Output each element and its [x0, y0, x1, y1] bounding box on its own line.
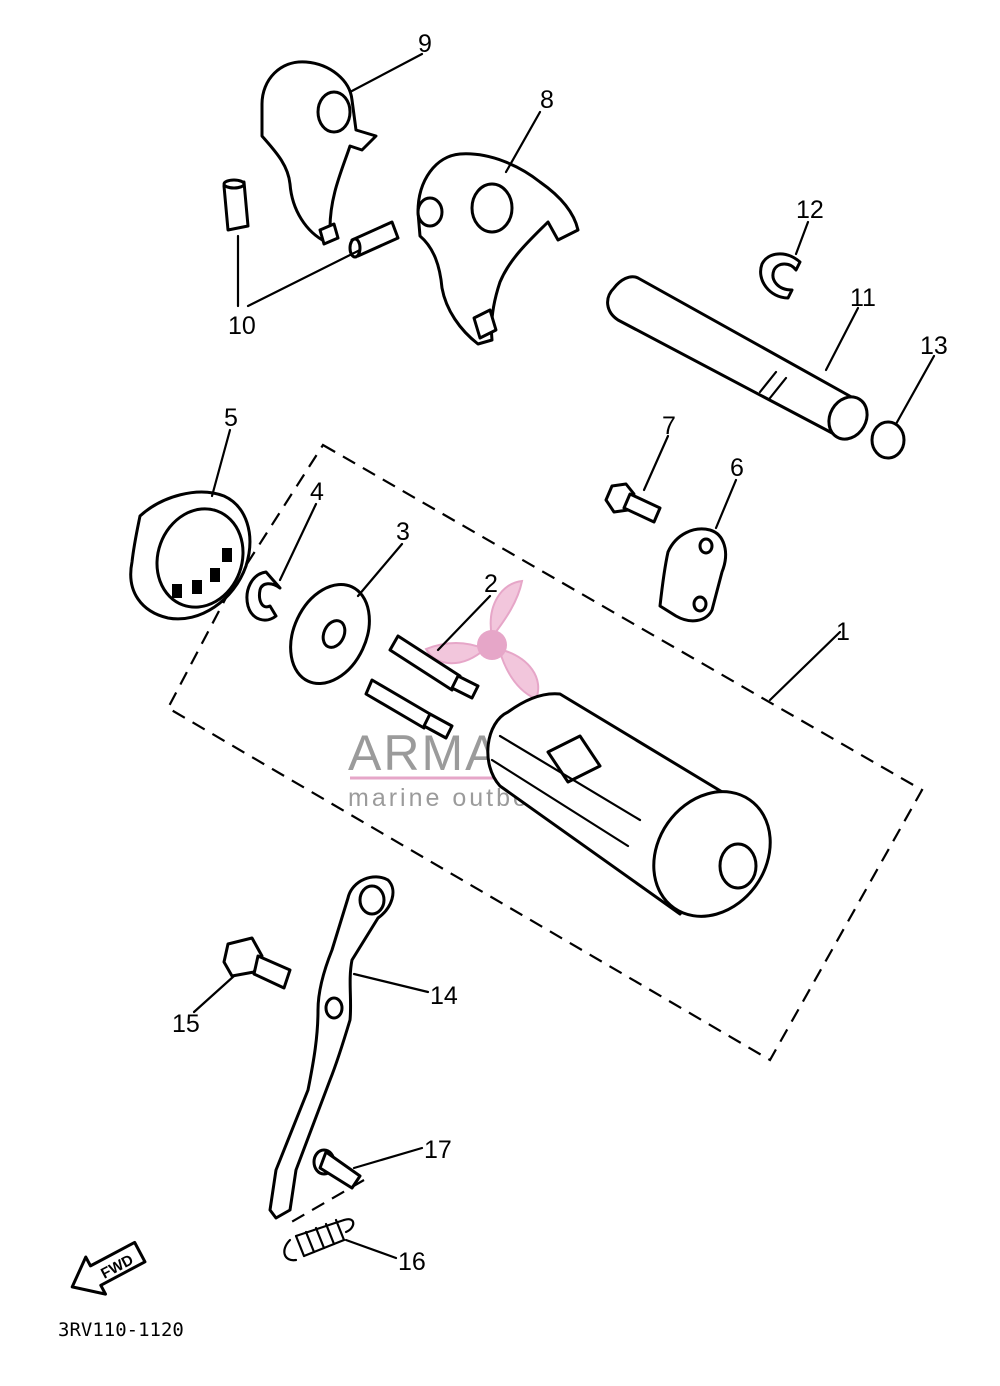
fwd-arrow-icon: FWD — [70, 1240, 147, 1296]
o-ring-13 — [870, 420, 906, 460]
spring-16 — [283, 1218, 355, 1262]
callout-8: 8 — [540, 86, 554, 114]
callout-13: 13 — [920, 332, 948, 360]
callout-17: 17 — [424, 1136, 452, 1164]
bolt-15 — [222, 936, 292, 990]
callout-3: 3 — [396, 518, 410, 546]
bolt-7 — [604, 482, 662, 524]
callout-4: 4 — [310, 478, 324, 506]
diagram-code: 3RV110-1120 — [58, 1319, 184, 1341]
circlip-12 — [759, 252, 802, 300]
callout-11: 11 — [850, 284, 876, 312]
callout-14: 14 — [430, 982, 458, 1010]
callout-labels: 9 8 10 12 11 13 5 4 3 2 7 6 1 14 15 17 1… — [172, 30, 948, 1276]
bolt-17 — [312, 1148, 362, 1190]
shift-fork-8 — [416, 152, 580, 346]
callout-7: 7 — [662, 412, 676, 440]
bearing-5 — [129, 490, 252, 621]
shift-fork-9 — [260, 60, 378, 246]
callout-2: 2 — [484, 570, 498, 598]
washer-3 — [289, 582, 371, 686]
stopper-plate-6 — [658, 527, 727, 623]
callout-1: 1 — [836, 618, 850, 646]
stopper-lever-14 — [268, 875, 395, 1220]
callout-16: 16 — [398, 1248, 426, 1276]
guide-bar-11 — [606, 275, 869, 441]
pins-2 — [364, 634, 480, 740]
circlip-4 — [245, 570, 282, 622]
guide-pins-10 — [222, 178, 400, 259]
leader-lines — [192, 52, 936, 1260]
callout-5: 5 — [224, 404, 238, 432]
callout-15: 15 — [172, 1010, 200, 1038]
shift-drum-1 — [486, 692, 772, 918]
callout-6: 6 — [730, 454, 744, 482]
callout-12: 12 — [796, 196, 824, 224]
assembly-boundary — [166, 443, 924, 1062]
callout-10: 10 — [228, 312, 256, 340]
callout-9: 9 — [418, 30, 432, 58]
